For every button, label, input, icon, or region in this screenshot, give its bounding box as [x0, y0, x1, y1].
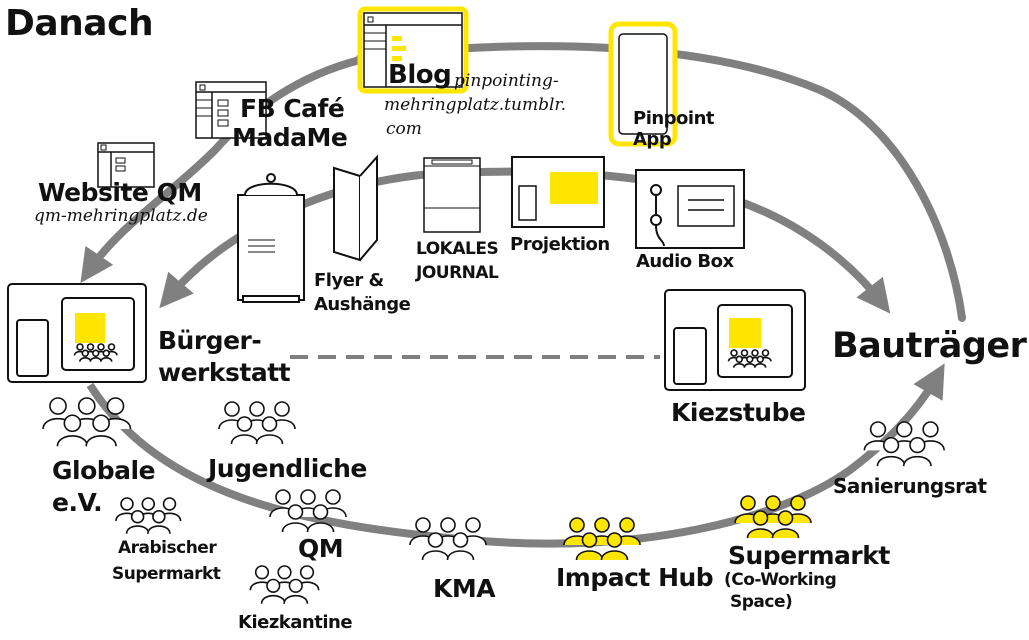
buergerwerkstatt-label-line1: Bürger-	[158, 326, 262, 355]
phone-icon	[608, 21, 678, 147]
kiezkantine-label: Kiezkantine	[238, 612, 353, 633]
people-arabischer	[115, 497, 182, 534]
pinpoint-label-line2: App	[633, 129, 672, 150]
kiezstube-label: Kiezstube	[671, 398, 806, 427]
kiezstube-room-icon	[664, 289, 806, 391]
impact-hub-label: Impact Hub	[556, 563, 714, 592]
blog-window-icon	[357, 6, 469, 94]
blog-url-line3: com	[386, 119, 422, 139]
people-sanierungsrat	[863, 421, 945, 467]
fb-window-icon	[195, 81, 267, 139]
people-supermarkt	[734, 495, 812, 539]
people-buergerwerkstatt-small	[73, 343, 118, 362]
journal-label-line2: JOURNAL	[416, 263, 499, 283]
buergerwerkstatt-label-line2: werkstatt	[158, 358, 291, 387]
blog-url-line2: mehringplatz.tumblr.	[384, 95, 567, 115]
arabischer-label-line2: Supermarkt	[112, 564, 221, 584]
people-kma	[409, 517, 487, 561]
flyer-label-line1: Flyer &	[314, 270, 384, 291]
audio-box-icon	[635, 169, 745, 249]
website-url: qm-mehringplatz.de	[34, 206, 208, 226]
projektion-label: Projektion	[510, 234, 610, 255]
website-label: Website QM	[38, 178, 202, 207]
people-globale	[42, 397, 132, 447]
qm-label: QM	[298, 534, 344, 563]
sanierungsrat-label: Sanierungsrat	[833, 474, 987, 498]
blog-url-line1: pinpointing-	[454, 71, 559, 91]
flyer-label-line2: Aushänge	[314, 294, 411, 315]
people-qm	[269, 489, 347, 533]
outer-loop-arrow-right	[356, 42, 966, 322]
pinpoint-label-line1: Pinpoint	[633, 108, 715, 129]
advertising-column-icon	[237, 173, 305, 303]
kma-label: KMA	[433, 574, 496, 603]
audiobox-label: Audio Box	[636, 251, 734, 272]
arabischer-label-line1: Arabischer	[118, 538, 217, 558]
people-jugendliche	[218, 401, 296, 445]
people-kiezkantine	[249, 565, 320, 604]
globale-label-line1: Globale	[52, 456, 156, 485]
projection-icon	[511, 156, 605, 228]
jugendliche-label: Jugendliche	[208, 454, 367, 483]
fb-label-line2: MadaMe	[232, 123, 348, 152]
people-kiezstube-small	[727, 349, 772, 368]
people-impact-hub	[563, 517, 641, 561]
flyer-icon	[333, 154, 378, 262]
journal-icon	[423, 157, 481, 233]
coworking-label-line2: Space)	[730, 592, 793, 612]
fb-label-line1: FB Café	[240, 94, 345, 123]
coworking-label-line1: (Co-Working	[724, 570, 837, 590]
blog-label: Blog	[388, 60, 452, 90]
diagram-title: Danach	[5, 3, 154, 44]
journal-label-line1: LOKALES	[416, 239, 499, 259]
globale-label-line2: e.V.	[52, 488, 103, 517]
supermarkt-label: Supermarkt	[728, 541, 890, 570]
outer-loop-arrow-left	[80, 56, 361, 284]
bautraeger-label: Bauträger	[832, 326, 1027, 366]
people-groups	[42, 343, 945, 604]
website-window-icon	[97, 142, 155, 188]
buergerwerkstatt-room-icon	[7, 283, 147, 383]
